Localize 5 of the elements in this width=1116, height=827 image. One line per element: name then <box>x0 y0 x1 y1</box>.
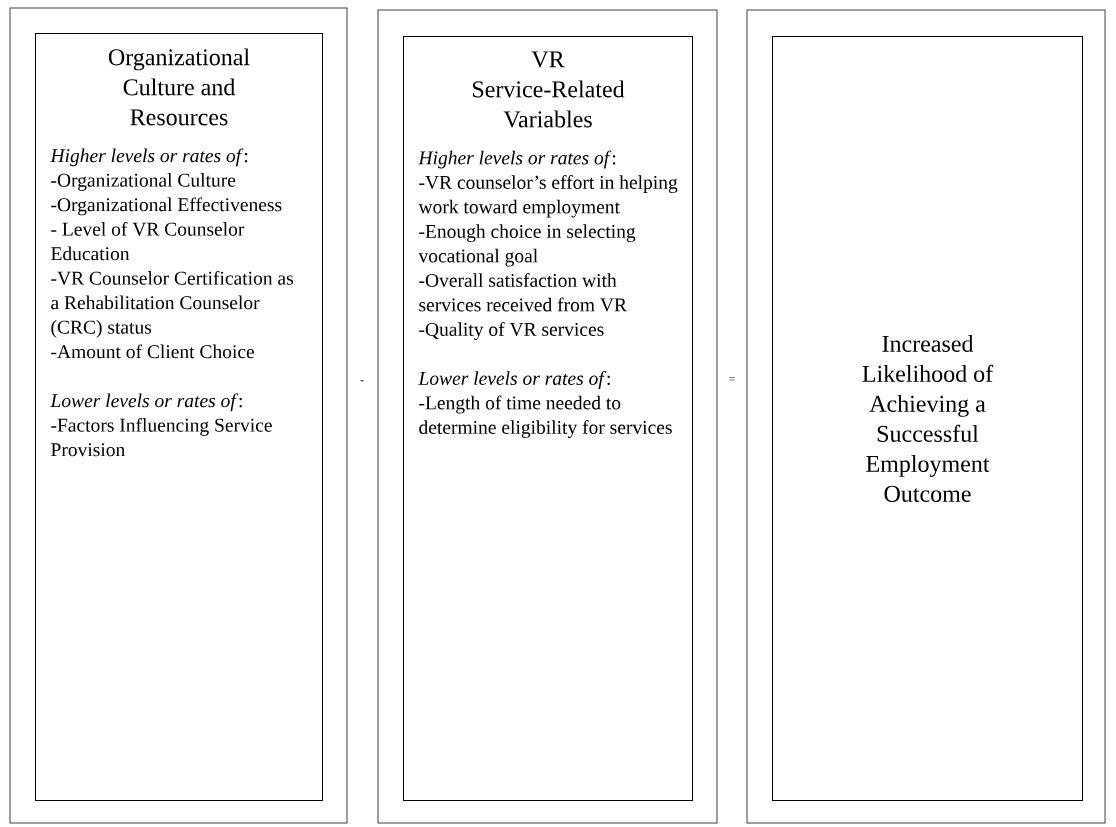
operator-sign: - <box>360 380 364 382</box>
text-box: VR Service-Related Variables Higher levels or rates of: -VR counselor’s effort in helping work toward employment -Enough choice in selecting vocational goal -Overall satisfaction with services received from VR -Quality of VR services Lower levels or rates of: -Length of time needed to determine eligibility for services <box>403 36 693 801</box>
operator-sign: = <box>729 377 735 381</box>
text-box: Increased Likelihood of Achieving a Successful Employment Outcome <box>772 36 1083 801</box>
text-box: Organizational Culture and Resources Higher levels or rates of: -Organizational Culture -Organizational Effectiveness - Level of VR Counselor Education -VR Counselor Certification as a Rehabilitation Counselor (CRC) status -Amount of Client Choice Lower levels or rates of: -Factors Influencing Service Provision <box>35 33 323 801</box>
